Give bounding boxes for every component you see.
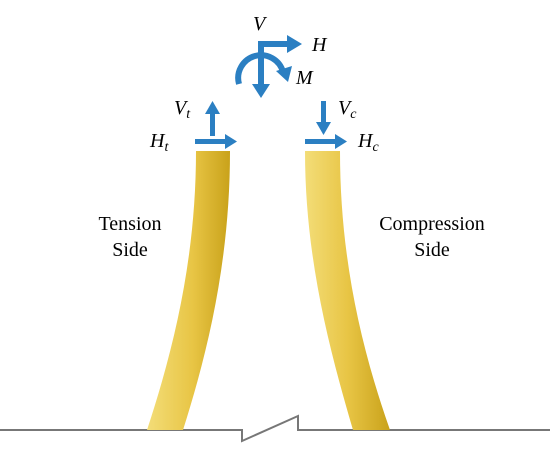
compression-side-label-line1: Compression xyxy=(379,213,485,235)
compression-leg xyxy=(305,151,390,430)
compression-loads xyxy=(305,101,347,149)
vc-arrow xyxy=(316,101,331,135)
vt-arrow xyxy=(205,101,220,136)
global-loads xyxy=(235,35,302,98)
tension-side-label-line1: Tension xyxy=(98,213,161,235)
hc-arrow xyxy=(305,134,347,149)
tension-loads xyxy=(195,101,237,149)
ht-label-sub: t xyxy=(164,140,169,155)
hc-label: Hc xyxy=(357,130,379,155)
ht-label-main: H xyxy=(149,130,166,152)
moment-arrow xyxy=(235,52,292,85)
ht-arrow xyxy=(195,134,237,149)
global-h-label: H xyxy=(311,34,328,56)
tension-side-label-line2: Side xyxy=(112,239,148,261)
global-m-label: M xyxy=(295,67,314,89)
global-v-arrow xyxy=(252,41,270,98)
vt-label-sub: t xyxy=(186,107,191,122)
hc-label-main: H xyxy=(357,130,374,152)
global-h-arrow xyxy=(261,35,302,53)
vt-label-main: V xyxy=(174,97,189,119)
ht-label: Ht xyxy=(149,130,169,155)
compression-side-label-line2: Side xyxy=(414,239,450,261)
vc-label-sub: c xyxy=(350,107,357,122)
vc-label-main: V xyxy=(338,97,353,119)
hc-label-sub: c xyxy=(372,140,379,155)
vt-label: Vt xyxy=(174,97,191,122)
tension-leg xyxy=(147,151,230,430)
vc-label: Vc xyxy=(338,97,357,122)
global-v-label: V xyxy=(253,13,268,35)
ground-line xyxy=(0,414,550,443)
